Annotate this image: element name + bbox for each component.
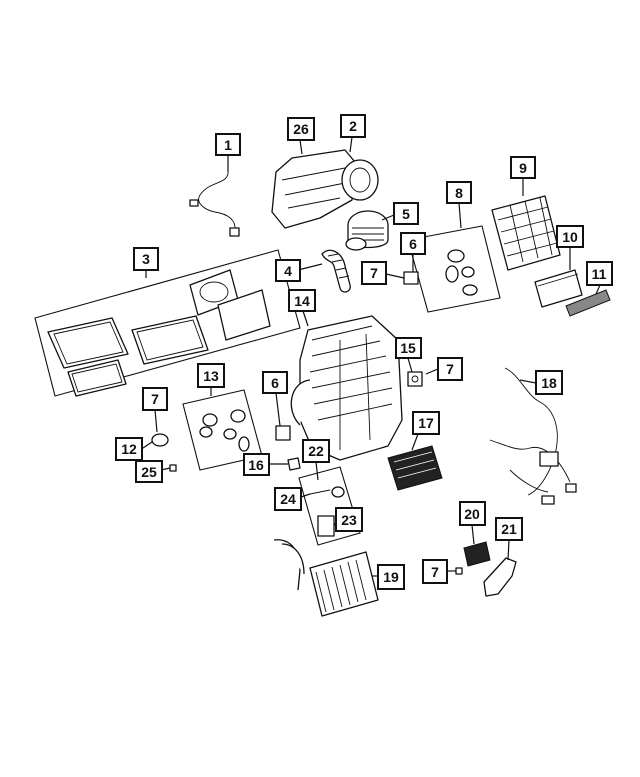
actuator-kit-parts (445, 249, 478, 296)
callout-15: 15 (395, 337, 422, 359)
svg-text:6: 6 (271, 375, 279, 391)
callout-25: 25 (135, 460, 163, 483)
evaporator-core-part (491, 195, 561, 271)
svg-text:17: 17 (418, 415, 434, 431)
kit-box-8 (407, 225, 501, 313)
callout-20: 20 (459, 501, 486, 526)
callout-10: 10 (556, 225, 584, 248)
svg-text:9: 9 (519, 160, 527, 176)
actuator-part-7d (455, 567, 463, 575)
callout-7-upper: 7 (361, 261, 387, 285)
connector-part-16 (287, 457, 301, 471)
callout-26: 26 (287, 117, 315, 141)
callout-12: 12 (115, 437, 143, 461)
svg-text:11: 11 (592, 266, 607, 282)
callout-22: 22 (302, 439, 330, 463)
svg-text:18: 18 (541, 375, 557, 391)
svg-text:10: 10 (562, 229, 578, 245)
blower-motor-part (345, 210, 389, 251)
callout-21: 21 (495, 517, 523, 541)
actuator-part-20 (463, 541, 491, 567)
callout-16: 16 (243, 453, 270, 476)
svg-text:24: 24 (280, 491, 296, 507)
callout-6-lower: 6 (262, 371, 288, 394)
actuator-kit-13-parts (199, 409, 250, 452)
svg-text:7: 7 (431, 564, 439, 580)
wiring-sensor-part (189, 169, 240, 237)
callout-8: 8 (446, 181, 472, 204)
svg-text:13: 13 (203, 368, 219, 384)
air-duct-hose-part (321, 249, 351, 293)
svg-text:25: 25 (141, 464, 157, 480)
svg-text:26: 26 (293, 121, 309, 137)
main-hvac-housing-part (290, 315, 403, 461)
callout-23: 23 (335, 507, 363, 532)
cabin-air-filter-part (534, 269, 583, 308)
callout-6-upper: 6 (400, 232, 426, 255)
mode-actuator-part (275, 425, 291, 441)
svg-text:21: 21 (501, 521, 517, 537)
svg-text:20: 20 (464, 506, 480, 522)
svg-text:2: 2 (349, 118, 357, 134)
callout-13: 13 (197, 363, 225, 388)
seal-kit-parts (47, 269, 271, 397)
callout-1: 1 (215, 133, 241, 156)
actuator-part-15 (407, 371, 423, 387)
svg-text:4: 4 (284, 263, 292, 279)
filter-door-part (565, 289, 611, 317)
svg-text:12: 12 (121, 441, 137, 457)
svg-text:7: 7 (446, 361, 454, 377)
sensor-kit-22-parts (317, 486, 345, 537)
callout-2: 2 (340, 114, 366, 138)
svg-text:22: 22 (308, 443, 324, 459)
callout-3: 3 (133, 247, 159, 271)
svg-text:8: 8 (455, 185, 463, 201)
svg-text:7: 7 (151, 391, 159, 407)
svg-text:5: 5 (402, 206, 410, 222)
svg-text:3: 3 (142, 251, 150, 267)
kit-box-3 (34, 249, 301, 397)
callout-7-middle-right: 7 (437, 357, 463, 381)
svg-text:1: 1 (224, 137, 232, 153)
sensor-part-12 (151, 433, 169, 447)
clip-part-25 (169, 464, 177, 472)
leader-lines (139, 136, 601, 577)
blower-resistor-part (387, 445, 443, 491)
svg-text:6: 6 (409, 236, 417, 252)
svg-text:7: 7 (370, 265, 378, 281)
kit-box-22 (298, 466, 361, 546)
svg-text:16: 16 (248, 457, 264, 473)
svg-text:19: 19 (383, 569, 399, 585)
wiring-harness-part (489, 367, 577, 505)
callout-5: 5 (393, 202, 419, 225)
svg-text:23: 23 (341, 512, 357, 528)
callout-17: 17 (412, 411, 440, 435)
upper-housing-part (271, 149, 379, 229)
callout-4: 4 (275, 259, 301, 282)
heater-core-part (273, 539, 379, 617)
callout-9: 9 (510, 156, 536, 179)
callout-11: 11 (586, 261, 613, 286)
actuator-part-a (403, 271, 419, 285)
callout-19: 19 (377, 564, 405, 590)
duct-part-21 (483, 557, 517, 597)
callout-7-left: 7 (142, 387, 168, 411)
callout-18: 18 (535, 370, 563, 395)
callout-24: 24 (274, 487, 302, 511)
callout-7-lower: 7 (422, 559, 448, 584)
callout-14: 14 (288, 289, 316, 312)
svg-text:14: 14 (294, 293, 310, 309)
svg-text:15: 15 (400, 340, 416, 356)
sensor-part-24 (309, 489, 331, 495)
